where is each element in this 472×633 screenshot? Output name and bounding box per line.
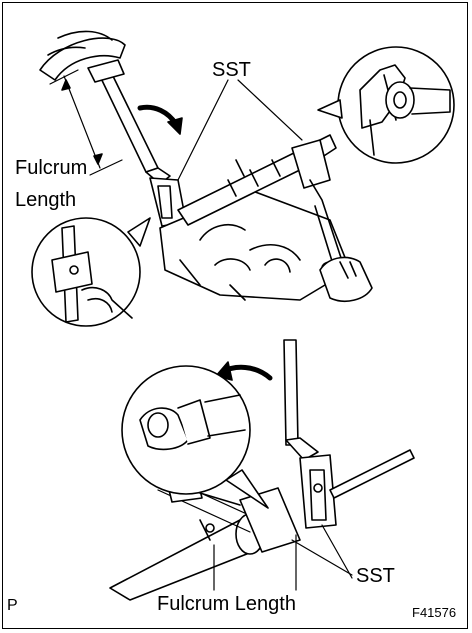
page-marker: P: [7, 597, 18, 614]
operator-arm-top: [39, 30, 126, 81]
sst-leader-lines-top: [177, 79, 303, 181]
callout-circle-bottom: [121, 365, 269, 509]
rotation-arrow-bottom: [215, 361, 273, 381]
sst-leader-lines-bottom: [291, 524, 353, 579]
operator-hand-top: [319, 256, 373, 302]
fulcrum-dimension-bottom: [213, 534, 297, 591]
fulcrum-label-line2: Length: [15, 189, 77, 211]
torque-wrench-bottom: [283, 339, 337, 529]
torque-wrench-top: [87, 59, 187, 227]
figure-code: F41576: [412, 605, 457, 620]
fulcrum-dimension-top: [49, 69, 123, 176]
callout-circle-top-right: [317, 46, 455, 164]
callout-circle-top-left: [31, 217, 151, 327]
sst-label-bottom: SST: [356, 565, 395, 587]
fulcrum-length-label-bottom: Fulcrum Length: [157, 593, 296, 615]
tie-rod-bottom: [329, 449, 415, 499]
sst-label-top: SST: [212, 59, 251, 81]
fulcrum-label-line1: Fulcrum: [15, 157, 88, 179]
rotation-arrow-top: [137, 104, 183, 135]
